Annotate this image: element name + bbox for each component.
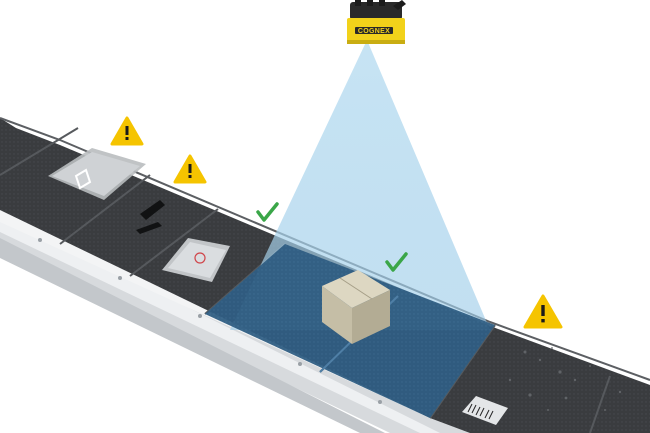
belt-seam xyxy=(59,174,151,245)
black-clips-item xyxy=(136,200,165,234)
belt-seam xyxy=(129,208,219,277)
poly-bag-item xyxy=(48,148,146,200)
belt-seam xyxy=(589,375,611,433)
barcode-label xyxy=(467,403,494,420)
red-label-mark xyxy=(194,252,206,264)
check-icon xyxy=(385,252,408,272)
smart-camera: COGNEX xyxy=(347,0,406,44)
cardboard-box-item xyxy=(322,270,390,344)
rail-bolt xyxy=(118,276,122,280)
rail-bolt xyxy=(378,400,382,404)
check-icon xyxy=(256,202,279,222)
camera-head xyxy=(350,2,402,20)
bag-label-glyph xyxy=(74,168,92,190)
belt-seam xyxy=(0,127,79,176)
warning-icon xyxy=(110,116,144,146)
rail-bolt xyxy=(38,238,42,242)
damaged-package-item xyxy=(462,396,508,425)
warning-icon xyxy=(173,154,207,184)
camera-brand-label: COGNEX xyxy=(358,28,390,35)
rail-bolt xyxy=(198,314,202,318)
belt-scuff-marks xyxy=(508,347,622,411)
rail-bolt xyxy=(298,362,302,366)
clear-bag-item xyxy=(162,238,230,282)
warning-icon xyxy=(523,294,563,329)
